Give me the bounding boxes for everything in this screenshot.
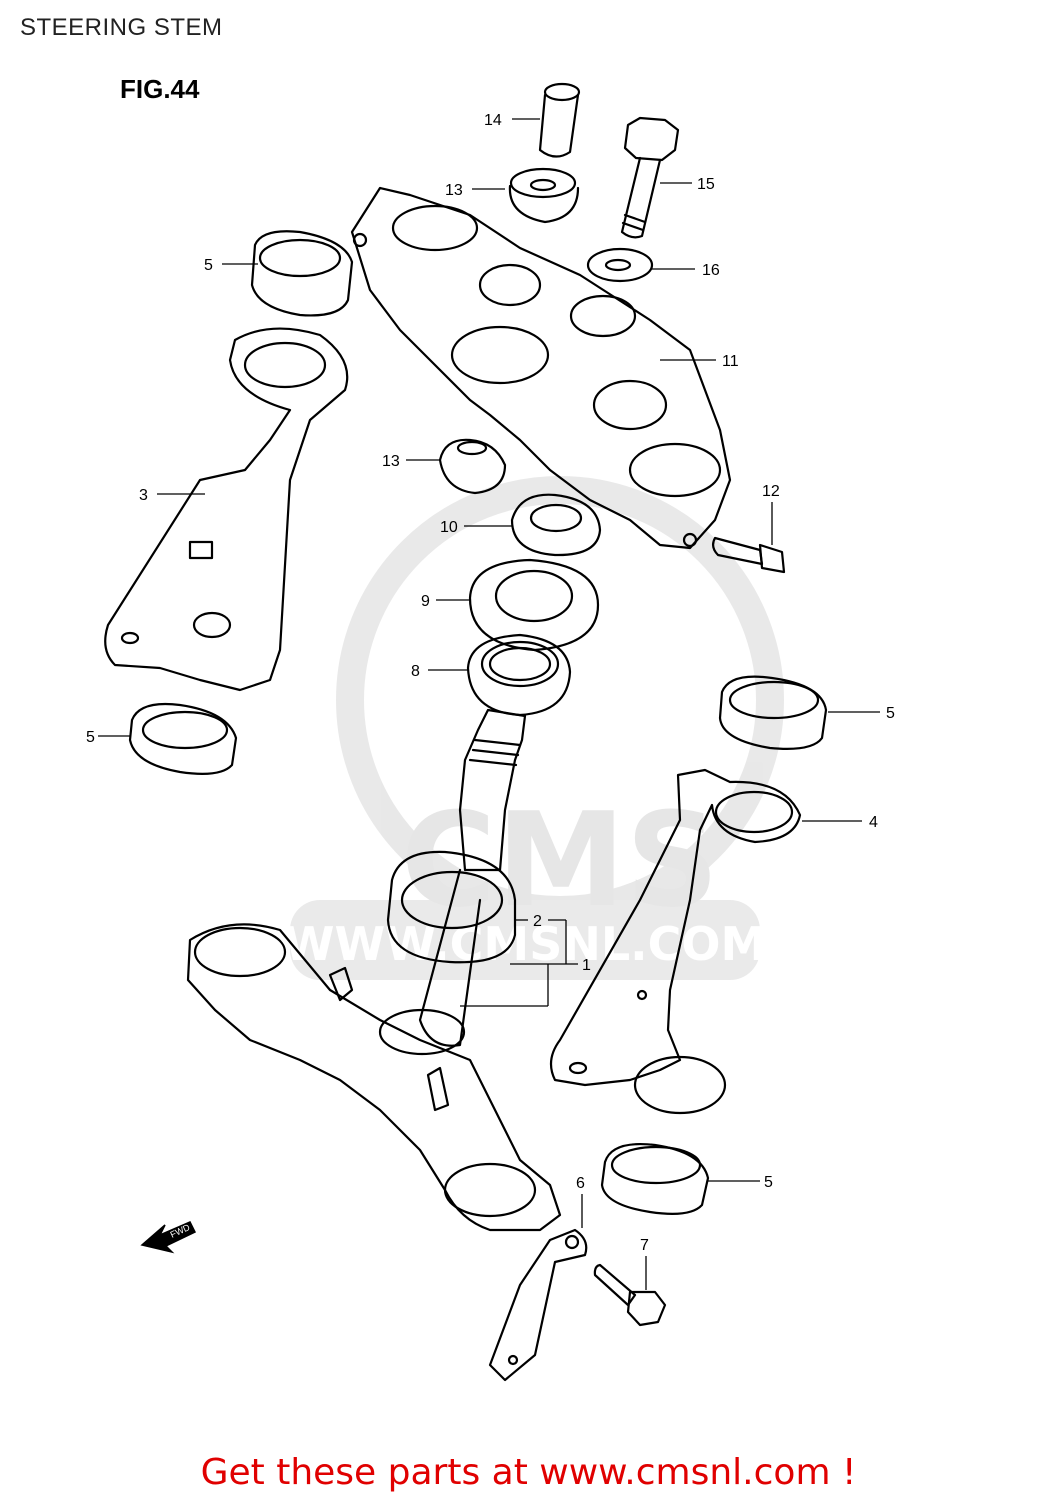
part-10-nut [510, 493, 602, 557]
watermark-brand: CMS [401, 784, 719, 936]
part-3-left-bracket [104, 327, 349, 692]
part-8-bearing [466, 633, 572, 717]
part-16-washer [586, 247, 654, 283]
callout-13-upper: 13 [445, 182, 463, 199]
watermark: CMS WWW.CMSNL.COM [284, 476, 784, 980]
callout-5-upper-right: 5 [886, 705, 895, 722]
callout-3: 3 [139, 487, 148, 504]
part-15-bolt [620, 116, 680, 239]
part-6-stay [488, 1228, 588, 1382]
leader-lines [98, 118, 880, 1290]
callout-9: 9 [421, 593, 430, 610]
watermark-banner [290, 900, 760, 980]
callout-15: 15 [697, 176, 715, 193]
callout-13-lower: 13 [382, 453, 400, 470]
fwd-arrow-icon: FWD [140, 1221, 197, 1254]
callout-10: 10 [440, 519, 458, 536]
part-5-grommet-lower-right [600, 1143, 710, 1215]
part-11-upper-bracket [350, 186, 732, 550]
callout-12: 12 [762, 483, 780, 500]
callout-6: 6 [576, 1175, 585, 1192]
callout-5-lower-right: 5 [764, 1174, 773, 1191]
callout-7: 7 [640, 1237, 649, 1254]
part-4-right-bracket [549, 768, 802, 1115]
part-5-grommet-lower-left [128, 702, 238, 775]
watermark-ring [336, 476, 784, 924]
part-2-lower-bearing [386, 850, 517, 964]
callout-16: 16 [702, 262, 720, 279]
part-13-damper-lower [438, 438, 507, 495]
callouts: 14 13 15 16 11 5 3 13 10 9 8 12 5 5 4 5 … [86, 112, 895, 1254]
callout-5-lower-left: 5 [86, 729, 95, 746]
lower-bracket [186, 923, 562, 1232]
part-5-grommet-upper-left [250, 230, 354, 317]
watermark-url: WWW.CMSNL.COM [284, 917, 767, 971]
page-title: STEERING STEM [20, 14, 223, 41]
callout-4: 4 [869, 814, 878, 831]
part-12-bolt [711, 536, 786, 574]
callout-1: 1 [582, 957, 591, 974]
callout-2: 2 [533, 913, 542, 930]
parts-diagram: CMS WWW.CMSNL.COM [86, 82, 895, 1382]
part-14-collar [538, 82, 581, 158]
part-5-grommet-upper-right [718, 675, 828, 750]
callout-8: 8 [411, 663, 420, 680]
part-13-damper-upper [508, 167, 580, 224]
callout-5-upper-left: 5 [204, 257, 213, 274]
part-9-seal [468, 558, 600, 652]
footer-link[interactable]: Get these parts at www.cmsnl.com ! [200, 1452, 857, 1493]
part-7-bolt [593, 1263, 667, 1327]
callout-11: 11 [722, 353, 739, 370]
callout-14: 14 [484, 112, 502, 129]
figure-label: FIG.44 [120, 74, 200, 104]
